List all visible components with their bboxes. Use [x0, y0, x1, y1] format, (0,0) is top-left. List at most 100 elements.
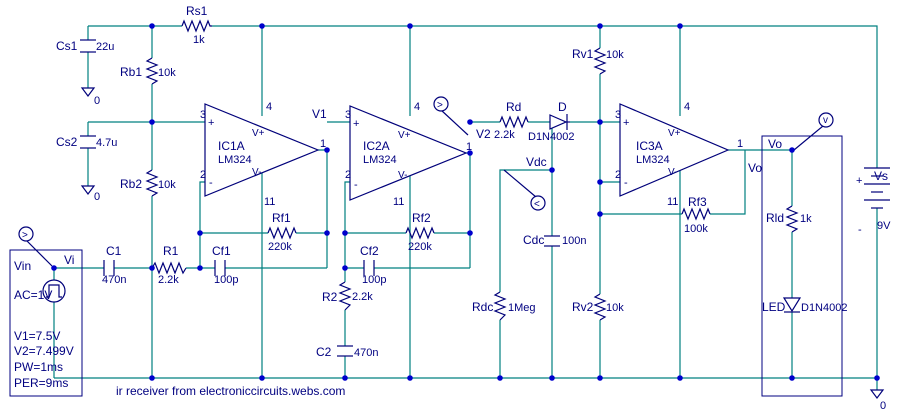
net-labels: Vi V1 V2 Vdc Vo Vo [64, 107, 782, 267]
opamp-ic3 [619, 103, 730, 197]
capacitors [80, 39, 560, 357]
label-rd: Rd [506, 100, 521, 114]
pin-ic3-vm: V- [668, 167, 677, 178]
ground-labels: 0 0 0 + - [94, 95, 886, 412]
opamp-ic1 [204, 103, 320, 197]
pin-ic2-out: 1 [466, 141, 472, 153]
label-ic2: IC2A [363, 139, 390, 153]
value-rld: 1k [800, 213, 812, 225]
pin-ic2-vp: V+ [398, 130, 411, 141]
capacitor-cf2 [363, 260, 375, 276]
label-r2: R2 [322, 290, 338, 304]
label-ic1: IC1A [218, 139, 245, 153]
value-rs1: 1k [193, 34, 205, 46]
pin-ic3-out: 1 [737, 138, 743, 150]
pin-ic3-plus: + [623, 117, 629, 129]
pin-ic1-gnd: 11 [264, 196, 275, 208]
value-c1: 470n [102, 274, 126, 286]
label-cs1: Cs1 [56, 39, 78, 53]
pin-ic2-in-minus: 2 [345, 169, 351, 181]
junctions [51, 23, 880, 381]
value-cf2: 100p [362, 274, 386, 286]
part-ic2: LM324 [363, 154, 397, 166]
resistor-rb2 [145, 169, 159, 197]
value-cdc: 100n [562, 235, 586, 247]
value-rf3: 100k [684, 223, 708, 235]
label-c2: C2 [316, 345, 332, 359]
pin-ic2-in-plus: 3 [345, 109, 351, 121]
source-pw: PW=1ms [14, 360, 63, 374]
label-ic3: IC3A [636, 139, 663, 153]
pin-ic2-vm: V- [398, 170, 407, 181]
net-vi: Vi [64, 253, 74, 267]
pin-ic2-minus: - [354, 179, 358, 191]
value-rv1: 10k [606, 49, 624, 61]
probe-vdc-glyph: < [534, 199, 540, 210]
pin-ic2-gnd: 11 [393, 196, 404, 208]
net-vo: Vo [748, 161, 762, 175]
label-rld: Rld [766, 211, 784, 225]
diode-d [549, 114, 570, 130]
value-rb1: 10k [158, 67, 176, 79]
pin-ic2-plus: + [353, 118, 359, 130]
value-r1: 2.2k [158, 274, 179, 286]
pin-ic3-in-plus: 3 [615, 109, 621, 121]
probe-vo-glyph: v [823, 115, 828, 126]
resistors [145, 19, 799, 321]
label-rv2: Rv2 [572, 300, 594, 314]
capacitor-cs1 [80, 39, 96, 53]
capacitor-cdc [544, 235, 560, 247]
opamp-ic2 [349, 105, 468, 201]
value-c2: 470n [354, 347, 378, 359]
value-vs: 9V [877, 220, 891, 232]
supply-plus-label: + [856, 175, 862, 187]
label-rb1: Rb1 [120, 65, 142, 79]
value-rf2: 220k [408, 241, 432, 253]
net-vdc: Vdc [526, 155, 547, 169]
resistor-rv2 [593, 293, 607, 321]
pin-ic1-in-plus: 3 [200, 109, 206, 121]
ground-label-cs1: 0 [94, 95, 100, 107]
probe-glyphs: > > < v [22, 100, 828, 241]
value-d: D1N4002 [528, 131, 574, 143]
probe-v2-glyph: > [437, 100, 443, 111]
pin-ic3-minus: - [624, 177, 628, 189]
pin-ic2-vcc: 4 [414, 101, 420, 113]
label-rf2: Rf2 [412, 211, 431, 225]
component-labels: Rs1 1k Cs1 22u Rb1 10k Cs2 4.7u Rb2 10k … [56, 4, 891, 359]
capacitor-cs2 [80, 135, 96, 149]
label-cf1: Cf1 [212, 244, 231, 258]
wires [53, 25, 878, 390]
pin-ic1-plus: + [208, 117, 214, 129]
pin-ic3-in-minus: 2 [615, 169, 621, 181]
diode-led [782, 297, 802, 313]
label-vs: Vs [874, 169, 888, 183]
source-labels: Vin AC=1V V1=7.5V V2=7.499V PW=1ms PER=9… [14, 259, 74, 390]
capacitor-c2 [337, 345, 353, 357]
source-v1: V1=7.5V [14, 329, 60, 343]
resistor-rld [785, 205, 799, 233]
label-c1: C1 [106, 244, 122, 258]
source-name: Vin [14, 259, 31, 273]
resistor-rdc [493, 291, 507, 321]
source-v2: V2=7.499V [14, 344, 74, 358]
part-ic1: LM324 [218, 154, 252, 166]
value-cf1: 100p [214, 274, 238, 286]
label-r1: R1 [163, 244, 179, 258]
net-v2: V2 [476, 127, 491, 141]
resistor-rs1 [181, 19, 212, 33]
label-led: LED [762, 300, 786, 314]
label-rs1: Rs1 [186, 4, 208, 18]
label-cdc: Cdc [523, 233, 544, 247]
label-rv1: Rv1 [572, 47, 594, 61]
resistor-rf1 [267, 226, 297, 240]
pin-ic1-vcc: 4 [266, 101, 272, 113]
pin-ic1-minus: - [209, 177, 213, 189]
output-stage-frame [761, 135, 843, 397]
resistor-rf2 [405, 226, 435, 240]
value-rb2: 10k [158, 179, 176, 191]
value-cs2: 4.7u [96, 137, 117, 149]
pin-ic1-vp: V+ [252, 128, 265, 139]
ground-label-cs2: 0 [94, 191, 100, 203]
